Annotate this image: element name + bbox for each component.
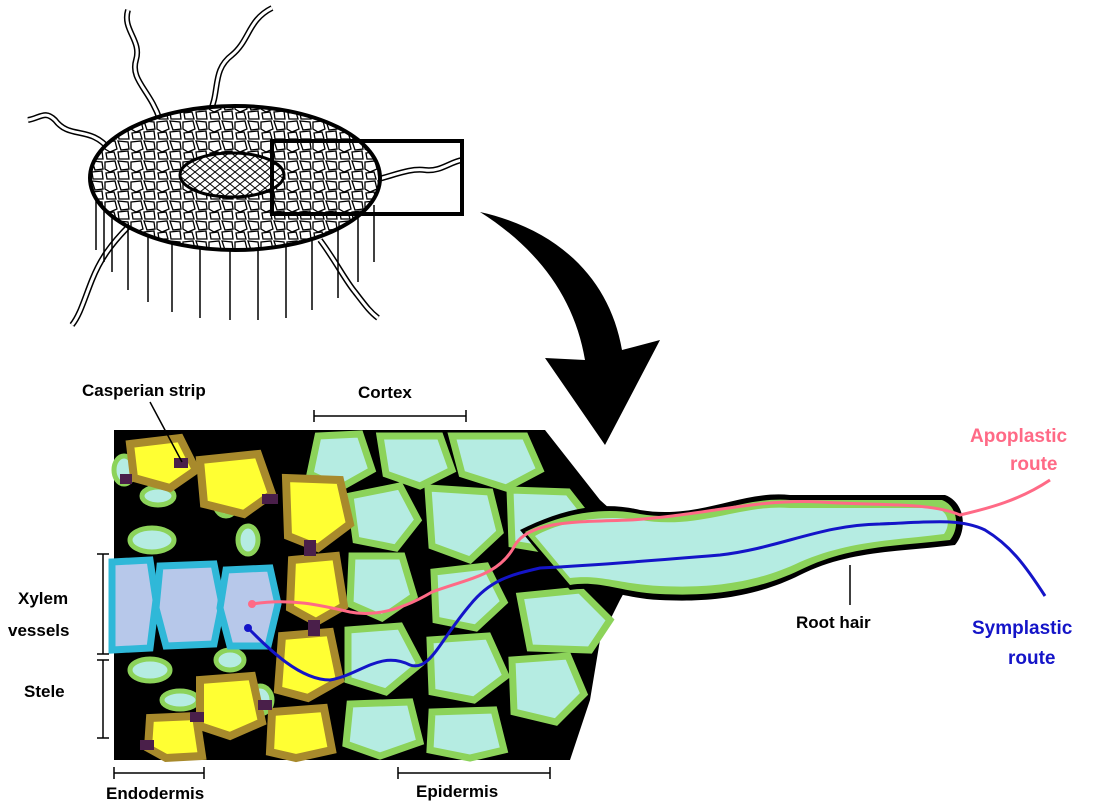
label-stele: Stele	[24, 660, 109, 738]
casparian-strip	[120, 474, 132, 484]
root-hair-label: Root hair	[796, 613, 871, 632]
casperian-strip-label: Casperian strip	[82, 381, 206, 400]
casparian-strip	[308, 620, 320, 636]
casparian-strip	[258, 700, 272, 710]
label-apoplastic-route: Apoplastic route	[970, 426, 1068, 475]
root-cross-section-illustration	[28, 8, 462, 325]
xylem-label-line2: vessels	[8, 621, 69, 640]
label-symplastic-route: Symplastic route	[972, 618, 1073, 669]
casparian-strip	[140, 740, 154, 750]
symplastic-label-line1: Symplastic	[972, 618, 1073, 639]
stele-label: Stele	[24, 682, 65, 701]
apoplastic-label-line2: route	[1010, 454, 1058, 475]
xylem-vessel-1	[112, 560, 156, 650]
label-cortex: Cortex	[314, 383, 466, 422]
label-endodermis: Endodermis	[106, 767, 204, 803]
root-hair-outline-upper-right	[210, 8, 272, 112]
casparian-strip	[262, 494, 278, 504]
root-hair-outline-top	[127, 10, 160, 120]
casparian-strip	[190, 712, 204, 722]
xylem-vessel-3	[220, 568, 278, 646]
xylem-label-line1: Xylem	[18, 589, 68, 608]
casparian-strip	[304, 540, 316, 556]
endodermis-label: Endodermis	[106, 784, 204, 803]
root-tissue-section	[112, 430, 1050, 760]
label-epidermis: Epidermis	[398, 767, 550, 801]
symplastic-label-line2: route	[1008, 648, 1056, 669]
label-xylem-vessels: Xylem vessels	[8, 554, 109, 654]
curved-down-arrow-icon	[480, 212, 660, 445]
cortex-label: Cortex	[358, 383, 412, 402]
stele-center	[180, 153, 284, 197]
apoplastic-route-start	[248, 600, 256, 608]
symplastic-route-start	[244, 624, 252, 632]
root-hair-outline-left	[28, 115, 110, 150]
epidermis-label: Epidermis	[416, 782, 498, 801]
label-root-hair: Root hair	[796, 565, 871, 632]
xylem-vessel-2	[156, 564, 222, 646]
apoplastic-label-line1: Apoplastic	[970, 426, 1068, 447]
